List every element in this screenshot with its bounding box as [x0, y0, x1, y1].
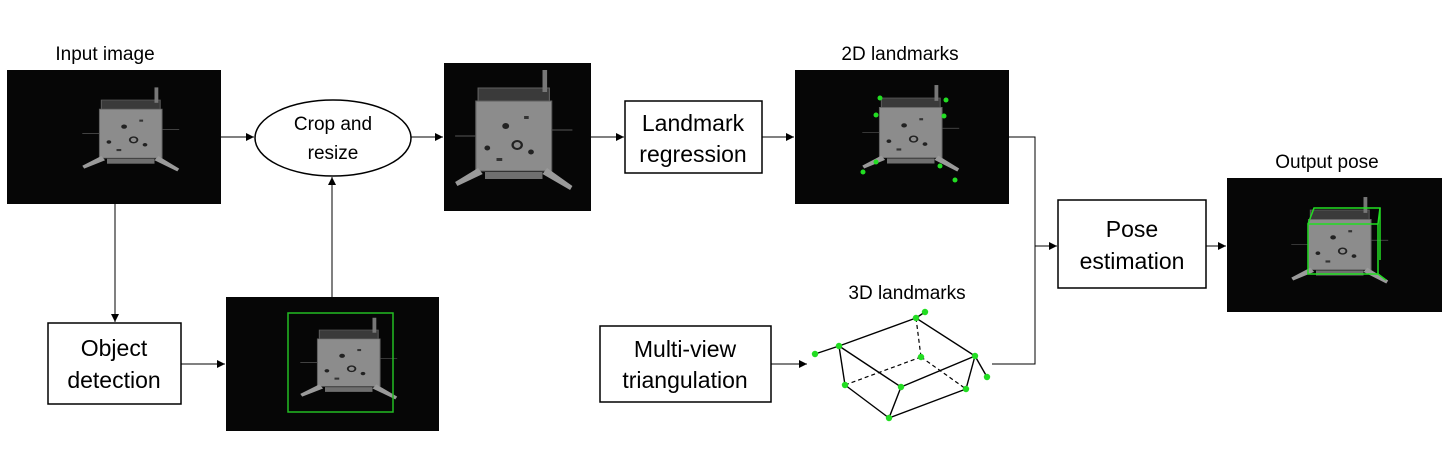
- landmark-point: [941, 113, 947, 119]
- landmark-point: [943, 97, 949, 103]
- multiview-triangulation-node: Multi-view triangulation: [599, 325, 772, 403]
- output-pose-panel: [1227, 178, 1442, 312]
- pose-wireframe: [1307, 207, 1387, 281]
- input-image-label: Input image: [55, 44, 154, 65]
- landmark-3d-point: [983, 373, 991, 381]
- landmark-3d-point: [912, 314, 920, 322]
- landmark-point: [937, 163, 943, 169]
- landmarks-3d-wireframe: [811, 308, 991, 422]
- landmark-3d-point: [962, 385, 970, 393]
- detection-bounding-box: [287, 312, 394, 413]
- crop-resize-line1: Crop and: [294, 114, 372, 135]
- pose-estimation-node: Pose estimation: [1057, 199, 1207, 289]
- input-image-panel: [7, 70, 221, 204]
- detection-image-panel: [226, 297, 439, 431]
- landmark-3d-point: [917, 353, 925, 361]
- landmark-3d-point: [971, 352, 979, 360]
- landmark-regression-line2: regression: [639, 141, 746, 167]
- landmark-3d-point: [885, 414, 893, 422]
- landmark-point: [952, 177, 958, 183]
- crop-resize-line2: resize: [308, 143, 359, 164]
- pose-estimation-line2: estimation: [1080, 248, 1185, 274]
- landmarks-3d-label: 3D landmarks: [848, 283, 965, 304]
- multiview-triangulation-line2: triangulation: [622, 367, 747, 393]
- landmark-3d-point: [841, 381, 849, 389]
- landmark-regression-line1: Landmark: [642, 110, 745, 136]
- multiview-triangulation-line1: Multi-view: [634, 336, 737, 362]
- landmark-3d-point: [897, 383, 905, 391]
- landmark-point: [873, 159, 879, 165]
- connector-3d-to-pose: [992, 246, 1036, 365]
- landmark-point: [873, 112, 879, 118]
- landmark-regression-node: Landmark regression: [624, 100, 763, 174]
- landmark-point: [860, 169, 866, 175]
- landmark-point: [877, 95, 883, 101]
- cropped-image-panel: [444, 63, 591, 211]
- object-detection-line2: detection: [67, 367, 160, 393]
- object-detection-line1: Object: [81, 335, 148, 361]
- object-detection-node: Object detection: [47, 322, 182, 405]
- pose-estimation-line1: Pose: [1106, 216, 1158, 242]
- connector-2d-to-pose: [1009, 136, 1057, 250]
- landmark-3d-point: [921, 308, 929, 316]
- landmark-3d-point: [811, 350, 819, 358]
- output-pose-label: Output pose: [1275, 152, 1379, 173]
- landmarks-2d-label: 2D landmarks: [841, 44, 958, 65]
- landmarks-2d-panel: [795, 70, 1009, 204]
- crop-resize-node: Crop and resize: [254, 99, 412, 177]
- landmark-3d-point: [835, 342, 843, 350]
